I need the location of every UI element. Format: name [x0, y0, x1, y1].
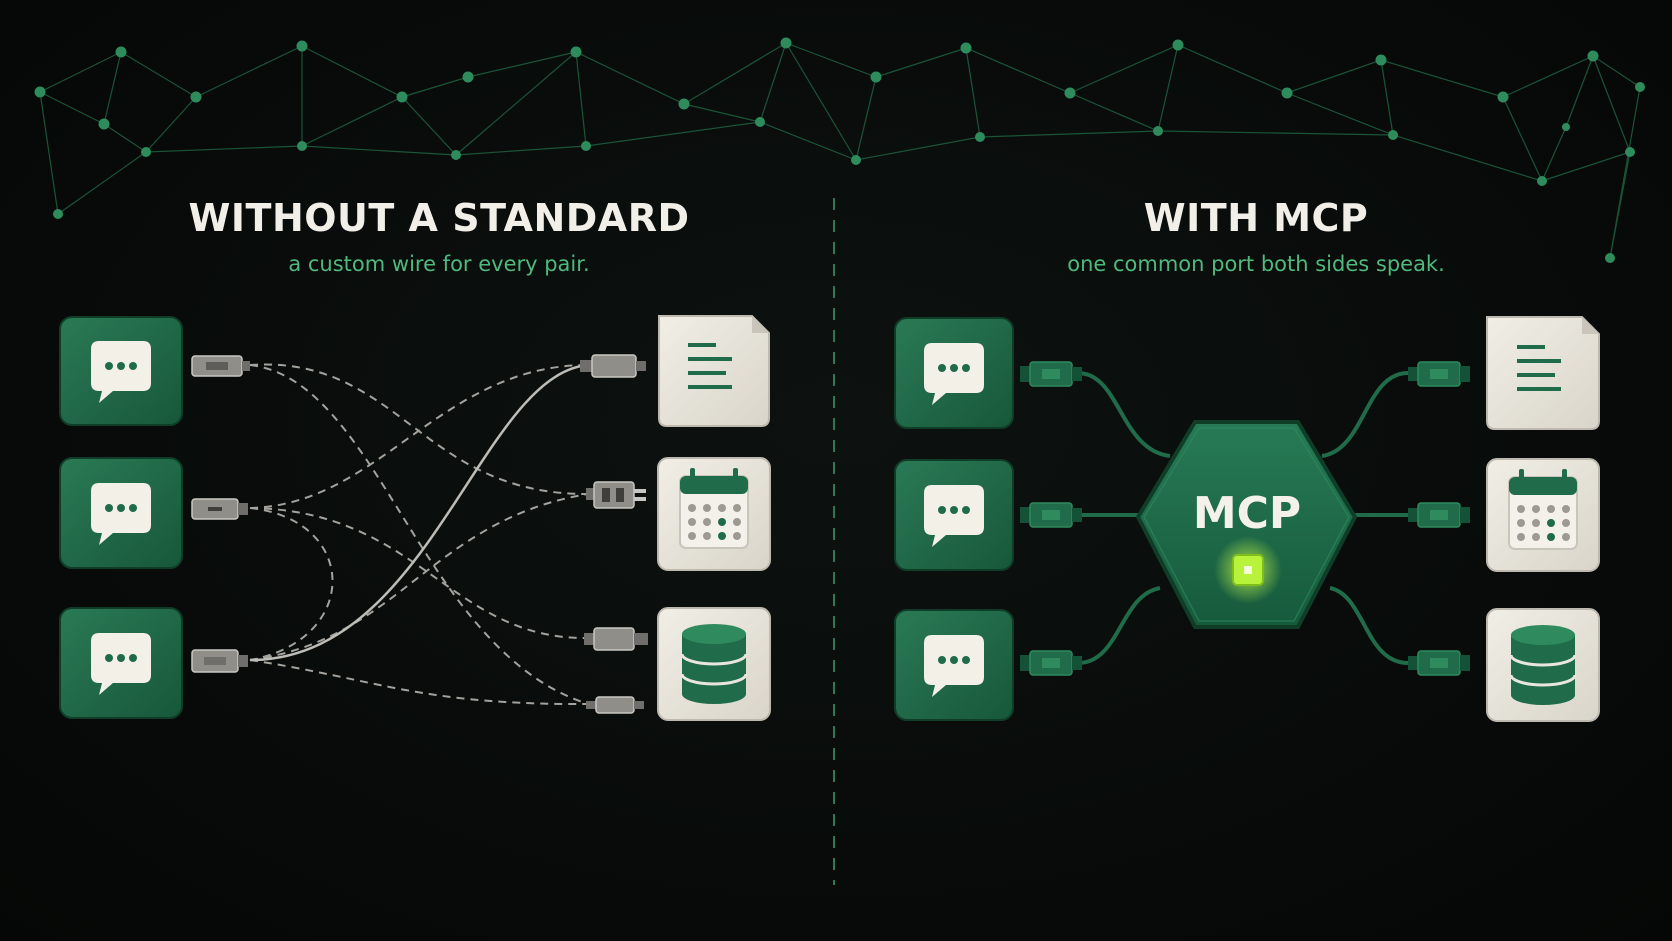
left-client-tile-2	[59, 457, 183, 569]
left-database-tile	[657, 607, 771, 721]
right-panel-title: WITH MCP	[1143, 196, 1369, 240]
right-database-tile	[1486, 608, 1600, 722]
left-client-tile-1	[59, 316, 183, 426]
network-nodes	[34, 37, 1645, 263]
database-icon	[680, 622, 748, 706]
custom-plugs	[191, 354, 648, 714]
custom-wire-solid	[249, 363, 589, 662]
custom-wires	[249, 363, 589, 706]
right-panel-subtitle: one common port both sides speak.	[1067, 252, 1445, 276]
database-icon	[1509, 623, 1577, 707]
right-client-tile-1	[894, 317, 1014, 429]
mcp-cables	[1077, 371, 1409, 665]
right-calendar-tile	[1486, 458, 1600, 572]
mcp-hub	[1135, 420, 1358, 629]
calendar-icon	[679, 467, 749, 549]
calendar-icon	[1508, 468, 1578, 550]
right-document-tile	[1486, 316, 1600, 430]
mcp-hub-label: MCP	[1192, 488, 1302, 539]
left-client-tile-3	[59, 607, 183, 719]
left-calendar-tile	[657, 457, 771, 571]
right-client-tile-3	[894, 609, 1014, 721]
mcp-connectors	[1020, 361, 1470, 676]
left-panel-title: WITHOUT A STANDARD	[188, 196, 690, 240]
left-document-tile	[658, 315, 770, 427]
left-panel-subtitle: a custom wire for every pair.	[288, 252, 590, 276]
right-client-tile-2	[894, 459, 1014, 571]
